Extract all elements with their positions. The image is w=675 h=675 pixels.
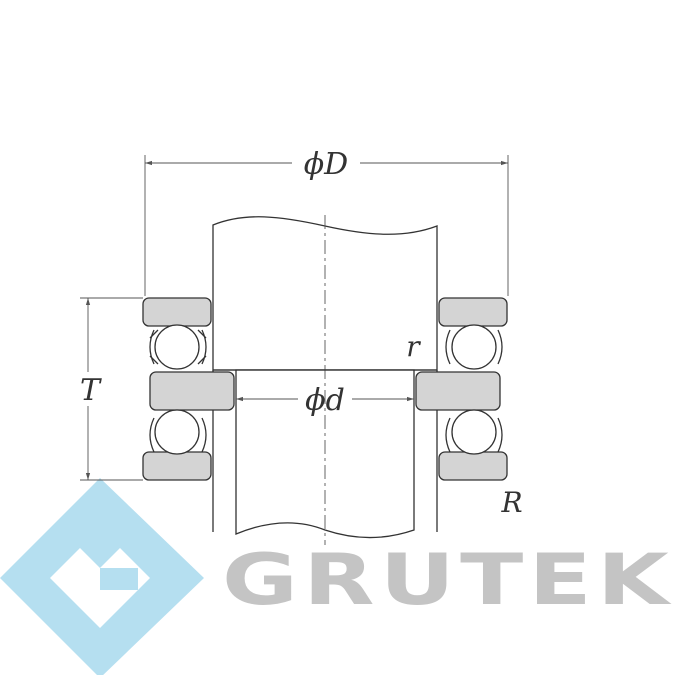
label-small-fillet: r <box>406 330 421 363</box>
bearing-left <box>142 297 235 481</box>
logo-wordmark: GRUTEK <box>222 539 674 621</box>
shaft-washer-right <box>415 371 501 411</box>
housing-washer-bottom-left <box>142 451 212 481</box>
housing-washer-bottom-right <box>438 451 508 481</box>
housing-washer-top-right <box>438 297 508 327</box>
shaft-washer-left <box>149 371 235 411</box>
ball-top-right <box>451 324 497 370</box>
logo-mark-icon <box>0 478 204 675</box>
logo: GRUTEK <box>0 478 674 675</box>
label-large-fillet: R <box>500 486 522 519</box>
dimension-outer-diameter: ϕD <box>144 147 509 296</box>
ball-bottom-left <box>154 409 200 455</box>
dimension-height: T <box>80 297 143 481</box>
label-inner-diameter: ϕd <box>305 383 345 418</box>
ball-top-left <box>154 324 200 370</box>
shaft <box>212 215 438 545</box>
label-outer-diameter: ϕD <box>304 147 349 182</box>
bearing-right <box>415 297 508 481</box>
housing-washer-top-left <box>142 297 212 327</box>
label-height: T <box>80 373 102 408</box>
dimension-inner-diameter: ϕd <box>236 383 414 418</box>
ball-bottom-right <box>451 409 497 455</box>
